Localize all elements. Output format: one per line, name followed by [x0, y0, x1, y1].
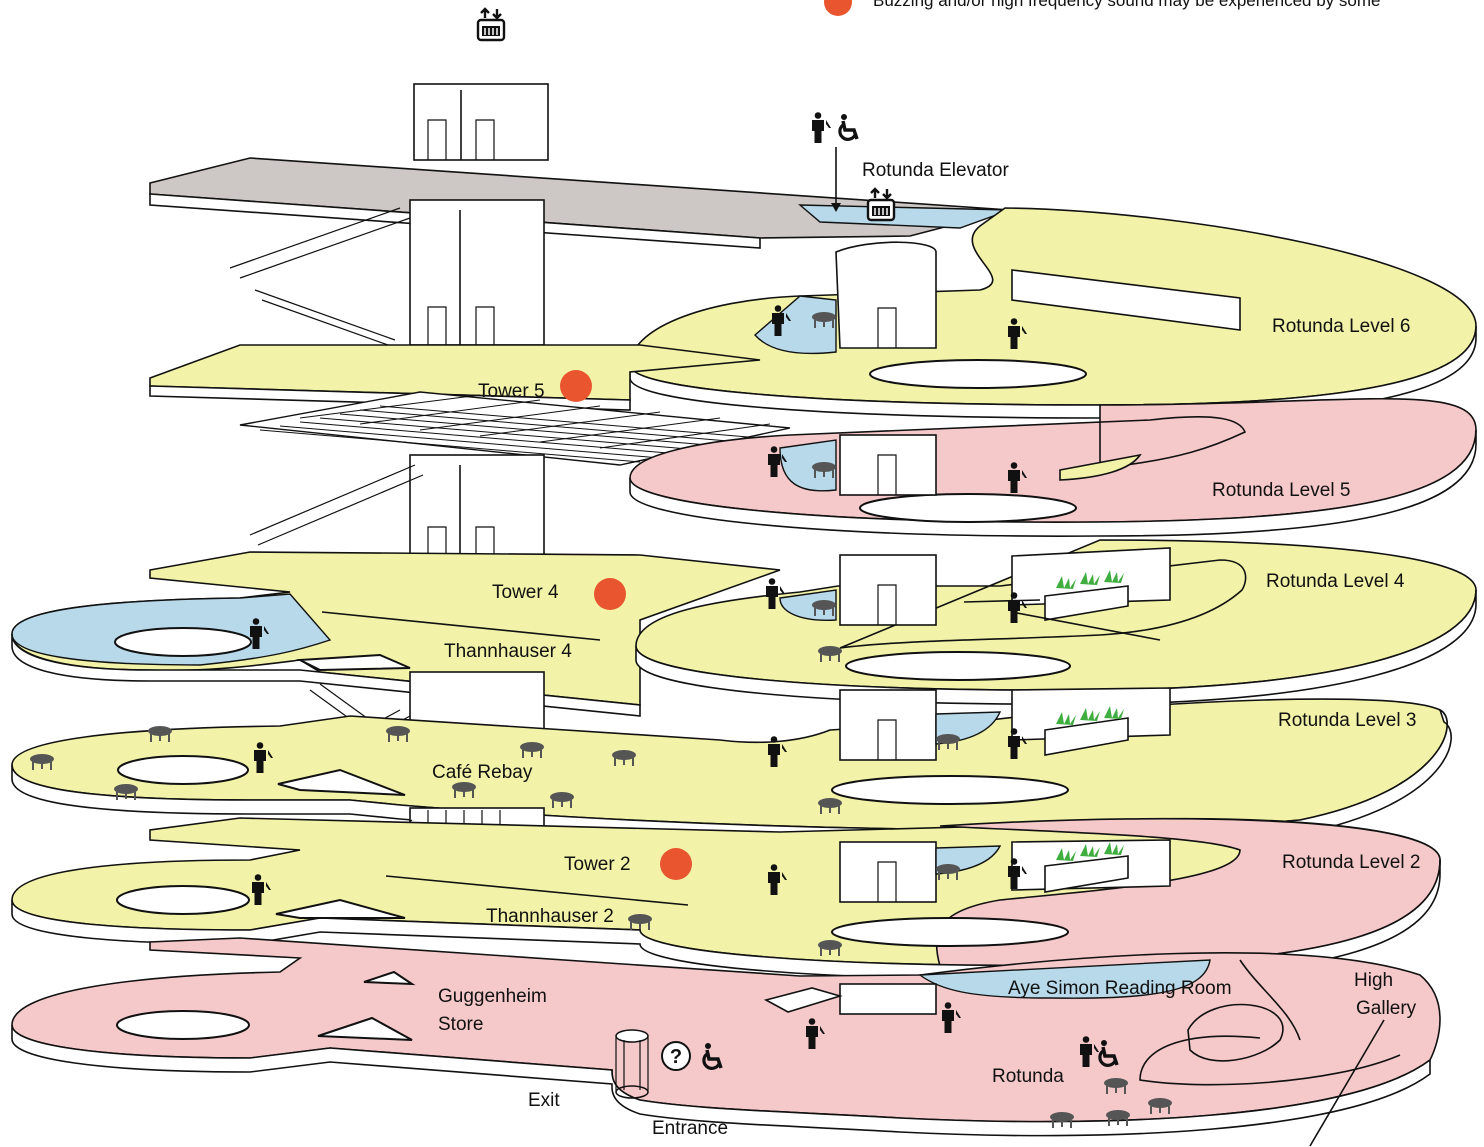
elevator-icon — [866, 187, 896, 222]
tower-5-label: Tower 5 — [478, 381, 545, 402]
bench-icon — [627, 913, 653, 931]
ground-level: Aye Simon Reading Room Guggenheim Store … — [11, 937, 1441, 1147]
rotunda-level-4-label: Rotunda Level 4 — [1266, 571, 1405, 592]
aye-simon-reading-room-label: Aye Simon Reading Room — [1008, 978, 1232, 999]
bench-icon — [451, 781, 477, 799]
guggenheim-store-label-1: Guggenheim — [438, 986, 547, 1007]
rotunda-level-3-label: Rotunda Level 3 — [1278, 710, 1416, 731]
tower-2-label: Tower 2 — [564, 854, 631, 875]
rotunda-level-4: Rotunda Level 4 — [635, 539, 1477, 705]
high-gallery-label-2: Gallery — [1356, 998, 1417, 1019]
rotunda-label: Rotunda — [992, 1066, 1064, 1087]
bench-icon — [1103, 1077, 1129, 1095]
bench-icon — [1049, 1111, 1075, 1129]
bench-icon — [1105, 1109, 1131, 1127]
rotunda-level-2-label: Rotunda Level 2 — [1282, 852, 1420, 873]
thannhauser-2-label: Thannhauser 2 — [486, 906, 614, 927]
information-icon: ? — [661, 1041, 691, 1071]
information-glyph: ? — [670, 1046, 682, 1068]
cafe-rebay-label: Café Rebay — [432, 762, 533, 783]
rotunda-level-5: Rotunda Level 5 — [629, 397, 1477, 537]
rotunda-level-2-and-tower-2: Tower 2 Thannhauser 2 Rotunda Level 2 — [11, 817, 1441, 981]
bench-icon — [29, 753, 55, 771]
bench-icon — [817, 797, 843, 815]
bench-icon — [549, 791, 575, 809]
revolving-door-icon — [615, 1029, 649, 1099]
bench-icon — [611, 749, 637, 767]
bench-icon — [811, 311, 837, 329]
bench-icon — [147, 725, 173, 743]
elevator-icon — [476, 7, 506, 42]
bench-icon — [113, 783, 139, 801]
elevator-lobby-6 — [798, 204, 1011, 229]
rotunda-level-3-and-cafe: Café Rebay Rotunda Level 3 — [11, 687, 1452, 845]
tower-roof-level — [149, 83, 1011, 351]
bench-icon — [935, 863, 961, 881]
sound-warning-icon — [660, 848, 692, 880]
thannhauser-4-label: Thannhauser 4 — [444, 641, 572, 662]
entrance-label: Entrance — [652, 1118, 728, 1139]
bench-icon — [817, 645, 843, 663]
rotunda-level-6-label: Rotunda Level 6 — [1272, 316, 1410, 337]
tower-4-label: Tower 4 — [492, 582, 559, 603]
legend: Buzzing and/or high frequency sound may … — [824, 0, 1380, 16]
bench-icon — [385, 725, 411, 743]
tower-5-level: Tower 5 — [149, 344, 791, 466]
sound-warning-icon — [560, 370, 592, 402]
rotunda-level-5-label: Rotunda Level 5 — [1212, 480, 1350, 501]
bench-icon — [811, 599, 837, 617]
bench-icon — [1147, 1097, 1173, 1115]
sound-warning-icon — [594, 578, 626, 610]
reading-room-blue — [918, 959, 1211, 999]
guggenheim-store-label-2: Store — [438, 1014, 483, 1035]
restroom-accessible-top — [812, 112, 859, 143]
high-gallery-label-1: High — [1354, 970, 1393, 991]
exit-label: Exit — [528, 1090, 560, 1111]
bench-icon — [817, 939, 843, 957]
sound-warning-icon — [824, 0, 852, 16]
rotunda-level-6: Rotunda Level 6 — [629, 207, 1477, 419]
bench-icon — [935, 733, 961, 751]
bench-icon — [811, 461, 837, 479]
bench-icon — [519, 741, 545, 759]
rotunda-elevator-label: Rotunda Elevator — [862, 160, 1009, 181]
legend-sound-text: Buzzing and/or high frequency sound may … — [873, 0, 1380, 10]
